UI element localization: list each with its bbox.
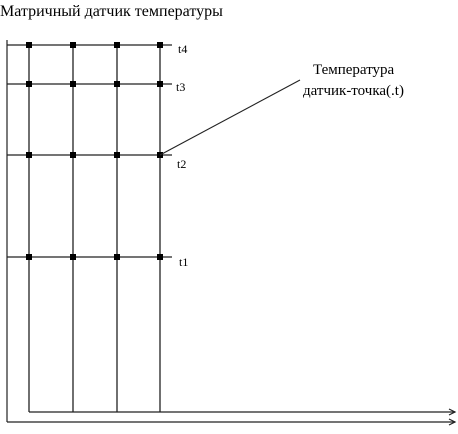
sensor-point: [157, 42, 163, 48]
row-label-t1: t1: [179, 255, 188, 269]
row-label-t4: t4: [178, 42, 187, 56]
row-label-t2: t2: [177, 157, 186, 171]
sensor-point: [70, 81, 76, 87]
sensor-point: [26, 42, 32, 48]
sensor-point: [26, 152, 32, 158]
callout-leader-line: [159, 79, 301, 156]
sensor-point: [157, 254, 163, 260]
axes: [6, 40, 457, 426]
sensor-point: [114, 42, 120, 48]
sensor-point: [26, 254, 32, 260]
sensor-matrix-grid: [7, 43, 172, 412]
sensor-point: [70, 152, 76, 158]
sensor-point: [114, 81, 120, 87]
sensor-nodes: [26, 42, 163, 260]
sensor-point: [70, 42, 76, 48]
row-label-t3: t3: [176, 80, 185, 94]
sensor-point: [114, 254, 120, 260]
sensor-point: [157, 81, 163, 87]
callout-line-1: Температура: [313, 62, 395, 78]
sensor-point: [114, 152, 120, 158]
callout-line-2: датчик-точка(.t): [303, 83, 404, 99]
diagram-title: Матричный датчик температуры: [0, 3, 223, 20]
sensor-point: [26, 81, 32, 87]
inner-axis-arrowhead: [448, 408, 457, 416]
outer-axis-arrowhead: [448, 418, 457, 426]
sensor-point: [70, 254, 76, 260]
